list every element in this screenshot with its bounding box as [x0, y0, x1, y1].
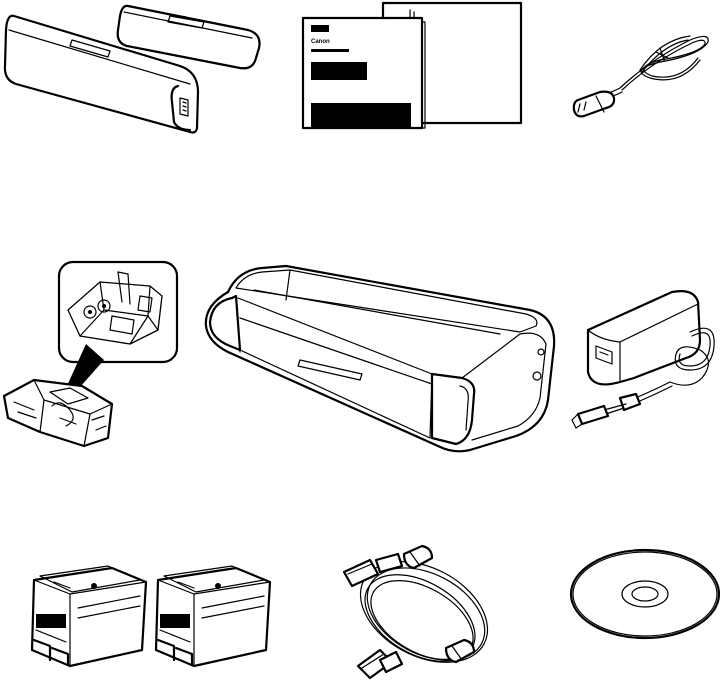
- print-head: [2, 260, 179, 448]
- setup-cd-rom: [569, 548, 720, 640]
- manual-brand-text: Canon: [311, 39, 330, 45]
- printed-manuals: Canon: [301, 1, 523, 130]
- ink-cartridge-1: [30, 565, 148, 668]
- usb-cable: [342, 544, 489, 680]
- ac-adapter: [571, 290, 715, 429]
- battery-pack: [3, 4, 261, 134]
- ink-cartridge-2: [154, 565, 272, 668]
- printer: [204, 264, 556, 453]
- power-cord: [572, 35, 709, 118]
